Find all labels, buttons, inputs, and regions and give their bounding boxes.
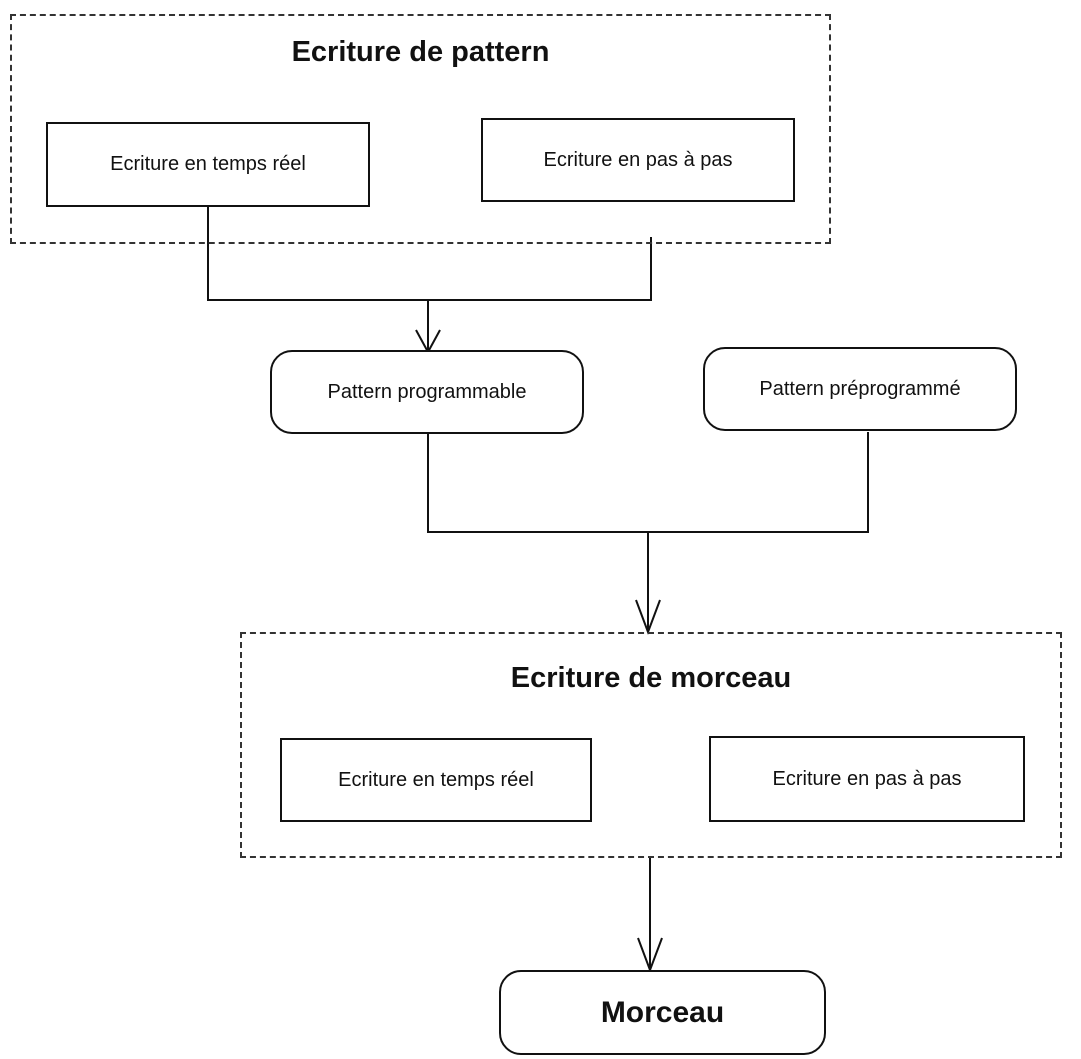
connector-patterns-merge <box>427 432 869 533</box>
pattern-programmable-node: Pattern programmable <box>270 350 584 434</box>
pattern-step-label: Ecriture en pas à pas <box>543 148 733 171</box>
morceau-node: Morceau <box>499 970 826 1055</box>
pattern-realtime-label: Ecriture en temps réel <box>110 153 306 175</box>
pattern-programmable-label: Pattern programmable <box>327 380 527 403</box>
pattern-writing-title: Ecriture de pattern <box>291 36 550 68</box>
morceau-realtime-box: Ecriture en temps réel <box>280 738 592 822</box>
morceau-realtime-label: Ecriture en temps réel <box>338 768 534 791</box>
morceau-step-box: Ecriture en pas à pas <box>709 736 1025 822</box>
morceau-writing-group: Ecriture de morceau <box>240 632 1062 858</box>
pattern-realtime-box: Ecriture en temps réel <box>46 122 370 207</box>
connector-pattern-merge <box>207 205 652 301</box>
morceau-step-label: Ecriture en pas à pas <box>772 767 962 790</box>
morceau-label: Morceau <box>600 995 725 1029</box>
pattern-preprogramme-node: Pattern préprogrammé <box>703 347 1017 431</box>
pattern-preprogramme-label: Pattern préprogrammé <box>759 377 961 400</box>
morceau-writing-title: Ecriture de morceau <box>510 662 792 694</box>
pattern-step-box: Ecriture en pas à pas <box>481 118 795 202</box>
pattern-writing-group: Ecriture de pattern <box>10 14 831 244</box>
